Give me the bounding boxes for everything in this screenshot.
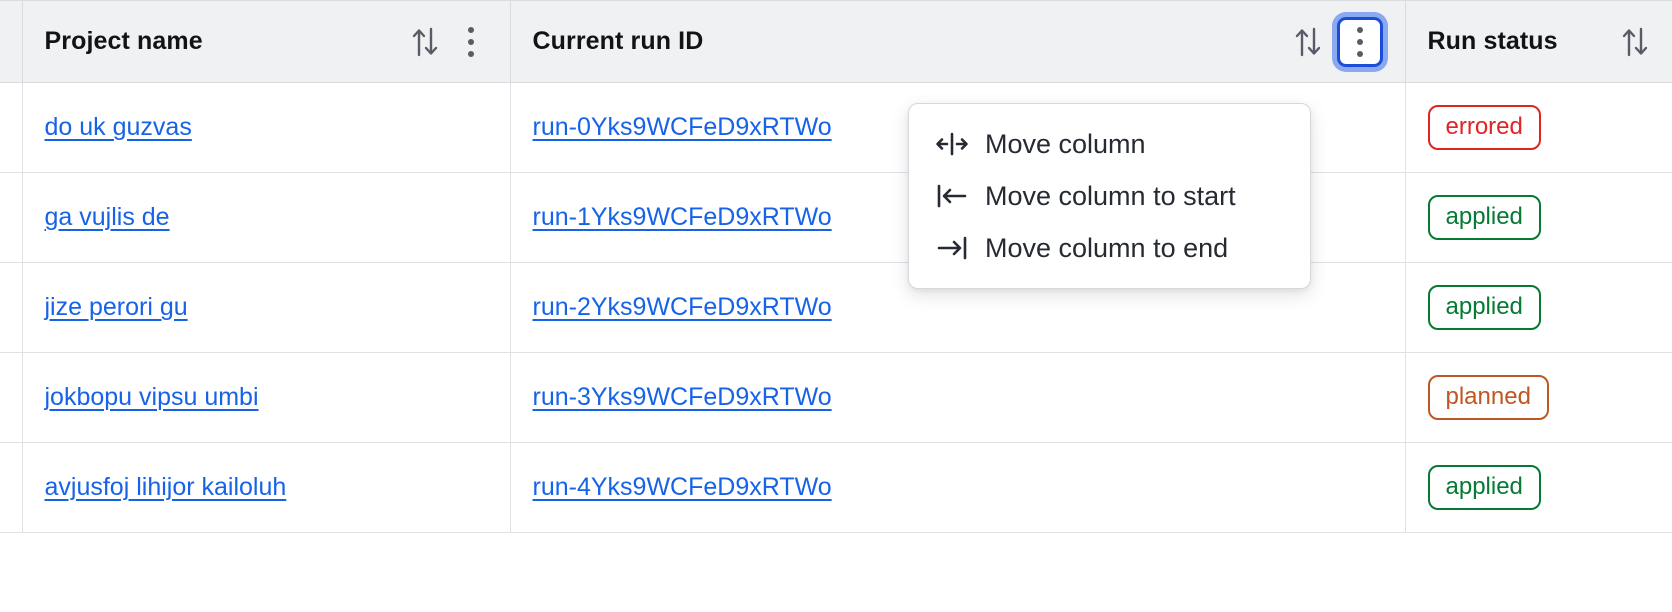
header-project-name: Project name [22, 0, 511, 83]
status-badge: applied [1427, 464, 1541, 511]
column-menu-button-current-run-id[interactable] [1336, 16, 1383, 67]
cell-project-name: ga vujlis de [22, 172, 511, 263]
move-column-to-start-icon [935, 179, 969, 213]
move-column-icon [935, 127, 969, 161]
table-row: ga vujlis de run-1Yks9WCFeD9xRTWo applie… [0, 172, 1672, 263]
header-label-current-run-id: Current run ID [532, 27, 704, 55]
menu-item-move-column-to-start[interactable]: Move column to start [909, 170, 1310, 222]
project-name-link[interactable]: avjusfoj lihijor kailoluh [44, 473, 287, 501]
row-select-cell[interactable] [0, 82, 23, 173]
status-badge: errored [1427, 104, 1541, 151]
row-select-cell[interactable] [0, 262, 23, 353]
menu-item-move-column-to-end[interactable]: Move column to end [909, 222, 1310, 274]
status-badge: applied [1427, 194, 1541, 241]
table-header: Project name [0, 0, 1672, 83]
move-column-to-end-icon [935, 231, 969, 265]
table-body: do uk guzvas run-0Yks9WCFeD9xRTWo errore… [0, 82, 1672, 533]
menu-item-label: Move column to end [985, 232, 1229, 263]
run-id-link[interactable]: run-2Yks9WCFeD9xRTWo [532, 293, 832, 321]
cell-run-status: applied [1405, 262, 1672, 353]
table-row: do uk guzvas run-0Yks9WCFeD9xRTWo errore… [0, 82, 1672, 173]
kebab-menu-icon [467, 26, 474, 57]
project-name-link[interactable]: jize perori gu [44, 293, 188, 321]
project-name-link[interactable]: do uk guzvas [44, 113, 192, 141]
project-name-link[interactable]: jokbopu vipsu umbi [44, 383, 259, 411]
projects-table: Project name [0, 0, 1672, 533]
table-row: jize perori gu run-2Yks9WCFeD9xRTWo appl… [0, 262, 1672, 353]
kebab-menu-icon [1356, 26, 1363, 57]
header-label-run-status: Run status [1427, 27, 1558, 55]
cell-run-status: planned [1405, 352, 1672, 443]
cell-project-name: avjusfoj lihijor kailoluh [22, 442, 511, 533]
sort-arrows-icon-current-run-id[interactable] [1293, 25, 1323, 59]
table-row: avjusfoj lihijor kailoluh run-4Yks9WCFeD… [0, 442, 1672, 533]
header-run-status: Run status [1405, 0, 1672, 83]
run-id-link[interactable]: run-0Yks9WCFeD9xRTWo [532, 113, 832, 141]
sort-arrows-icon-run-status[interactable] [1620, 25, 1650, 59]
cell-current-run-id: run-3Yks9WCFeD9xRTWo [510, 352, 1406, 443]
row-select-cell[interactable] [0, 352, 23, 443]
cell-run-status: errored [1405, 82, 1672, 173]
run-id-link[interactable]: run-1Yks9WCFeD9xRTWo [532, 203, 832, 231]
menu-item-move-column[interactable]: Move column [909, 118, 1310, 170]
column-context-menu: Move column Move column to start Mov [908, 103, 1311, 289]
cell-project-name: do uk guzvas [22, 82, 511, 173]
cell-project-name: jokbopu vipsu umbi [22, 352, 511, 443]
menu-item-label: Move column [985, 128, 1146, 159]
status-badge: planned [1427, 374, 1549, 421]
project-name-link[interactable]: ga vujlis de [44, 203, 170, 231]
table-header-row: Project name [0, 0, 1672, 83]
run-id-link[interactable]: run-3Yks9WCFeD9xRTWo [532, 383, 832, 411]
header-current-run-id: Current run ID [510, 0, 1406, 83]
sort-arrows-icon-project-name[interactable] [410, 25, 440, 59]
cell-current-run-id: run-4Yks9WCFeD9xRTWo [510, 442, 1406, 533]
table-row: jokbopu vipsu umbi run-3Yks9WCFeD9xRTWo … [0, 352, 1672, 443]
status-badge: applied [1427, 284, 1541, 331]
run-id-link[interactable]: run-4Yks9WCFeD9xRTWo [532, 473, 832, 501]
row-select-cell[interactable] [0, 442, 23, 533]
column-menu-button-project-name[interactable] [454, 22, 488, 62]
header-label-project-name: Project name [44, 27, 203, 55]
menu-item-label: Move column to start [985, 180, 1236, 211]
header-select-column [0, 0, 23, 83]
cell-run-status: applied [1405, 172, 1672, 263]
cell-project-name: jize perori gu [22, 262, 511, 353]
cell-run-status: applied [1405, 442, 1672, 533]
row-select-cell[interactable] [0, 172, 23, 263]
